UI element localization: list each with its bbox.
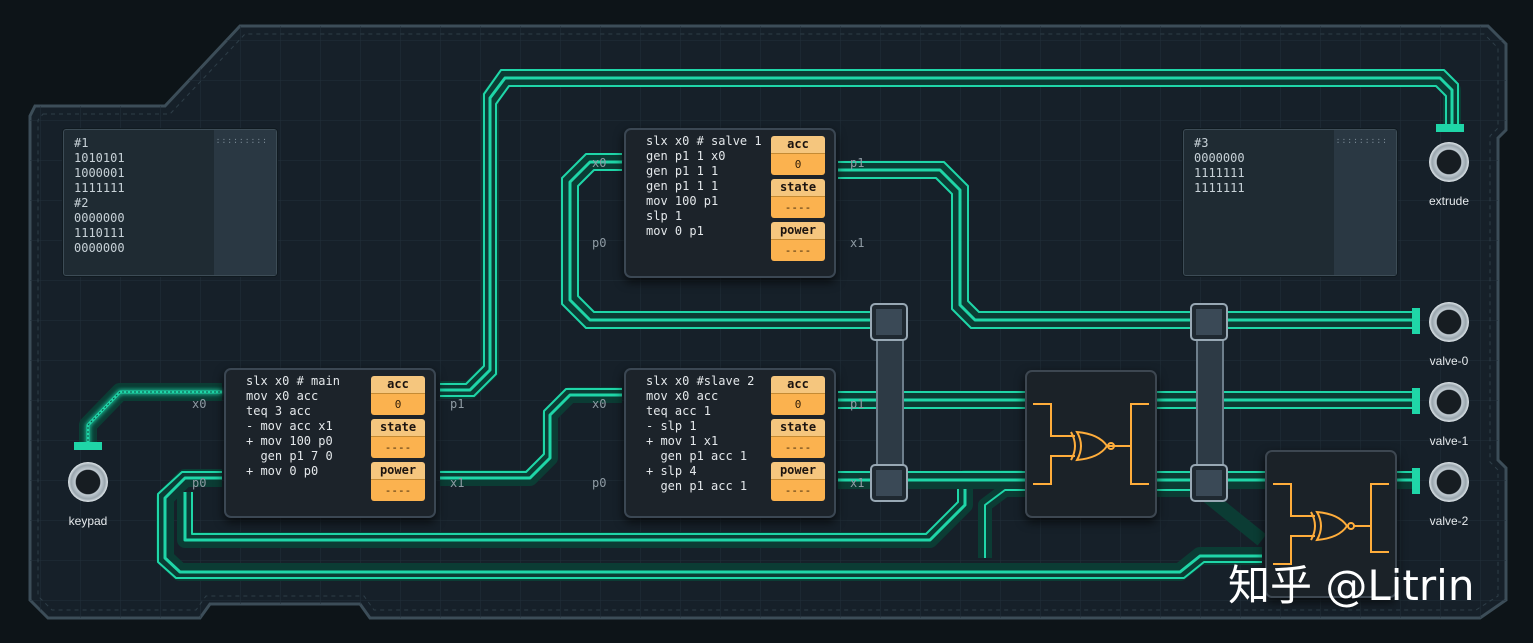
power-label: power: [771, 462, 825, 479]
power-value: ----: [371, 479, 425, 501]
note-text[interactable]: #3 0000000 1111111 1111111: [1194, 136, 1245, 195]
jack-label-valve-0: valve-0: [1429, 354, 1469, 368]
wire-main-extrude: [440, 69, 1461, 399]
port-label-x1: x1: [850, 476, 865, 490]
port-label-x0: x0: [592, 156, 607, 170]
jack-valve-2[interactable]: [1429, 462, 1469, 502]
state-label: state: [771, 419, 825, 436]
jack-label-extrude: extrude: [1428, 194, 1470, 208]
power-label: power: [371, 462, 425, 479]
chip-salve[interactable]: slx x0 # salve 1 gen p1 1 x0 gen p1 1 1 …: [624, 128, 836, 278]
state-value: ----: [371, 436, 425, 458]
note-text[interactable]: #1 1010101 1000001 1111111 #2 0000000 11…: [74, 136, 125, 255]
chip-main[interactable]: slx x0 # main mov x0 acc teq 3 acc - mov…: [224, 368, 436, 518]
wire-keypad-x0: [79, 383, 222, 445]
port-label-p1: p1: [850, 397, 865, 411]
note-grip-icon[interactable]: :::::::::: [215, 136, 268, 145]
note-3[interactable]: ::::::::: #3 0000000 1111111 1111111: [1183, 129, 1397, 276]
chip-code[interactable]: slx x0 # main mov x0 acc teq 3 acc - mov…: [246, 374, 340, 478]
jack-label-valve-2: valve-2: [1429, 514, 1469, 528]
xor-gate-icon: [1273, 483, 1389, 565]
chip-code[interactable]: slx x0 #slave 2 mov x0 acc teq acc 1 - s…: [646, 374, 755, 493]
port-label-x0: x0: [192, 397, 207, 411]
acc-value: 0: [771, 153, 825, 175]
power-label: power: [771, 222, 825, 239]
bridge-knob-bottom[interactable]: [1190, 464, 1228, 502]
jack-valve-1[interactable]: [1429, 382, 1469, 422]
xor-gate-1[interactable]: [1025, 370, 1157, 518]
jack-label-keypad: keypad: [68, 514, 108, 528]
port-label-p0: p0: [592, 476, 607, 490]
port-label-x0: x0: [592, 397, 607, 411]
xor-gate-2[interactable]: [1265, 450, 1397, 598]
wire-main-slave2: [440, 387, 622, 486]
jack-valve-0[interactable]: [1429, 302, 1469, 342]
bridge-knob-bottom[interactable]: [870, 464, 908, 502]
xor-gate-icon: [1033, 403, 1149, 485]
state-value: ----: [771, 436, 825, 458]
wire-main-p0: [156, 469, 1262, 581]
acc-label: acc: [771, 376, 825, 393]
note-1[interactable]: ::::::::: #1 1010101 1000001 1111111 #2 …: [63, 129, 277, 276]
state-label: state: [771, 179, 825, 196]
port-label-p0: p0: [592, 236, 607, 250]
state-value: ----: [771, 196, 825, 218]
port-label-p1: p1: [850, 156, 865, 170]
power-value: ----: [771, 479, 825, 501]
jack-label-valve-1: valve-1: [1429, 434, 1469, 448]
watermark: 知乎 @Litrin: [1228, 561, 1475, 610]
power-value: ----: [771, 239, 825, 261]
wire-salve-x0: [561, 153, 880, 329]
port-label-p1: p1: [450, 397, 465, 411]
acc-label: acc: [371, 376, 425, 393]
acc-value: 0: [771, 393, 825, 415]
port-label-p0: p0: [192, 476, 207, 490]
state-label: state: [371, 419, 425, 436]
jack-keypad[interactable]: [68, 462, 108, 502]
bridge-knob-top[interactable]: [1190, 303, 1228, 341]
bridge-knob-top[interactable]: [870, 303, 908, 341]
chip-slave2[interactable]: slx x0 #slave 2 mov x0 acc teq acc 1 - s…: [624, 368, 836, 518]
jack-extrude[interactable]: [1429, 142, 1469, 182]
port-label-x1: x1: [450, 476, 465, 490]
acc-label: acc: [771, 136, 825, 153]
wire-salve-valve0: [838, 161, 1420, 329]
port-label-x1: x1: [850, 236, 865, 250]
acc-value: 0: [371, 393, 425, 415]
note-grip-icon[interactable]: :::::::::: [1335, 136, 1388, 145]
chip-code[interactable]: slx x0 # salve 1 gen p1 1 x0 gen p1 1 1 …: [646, 134, 762, 238]
